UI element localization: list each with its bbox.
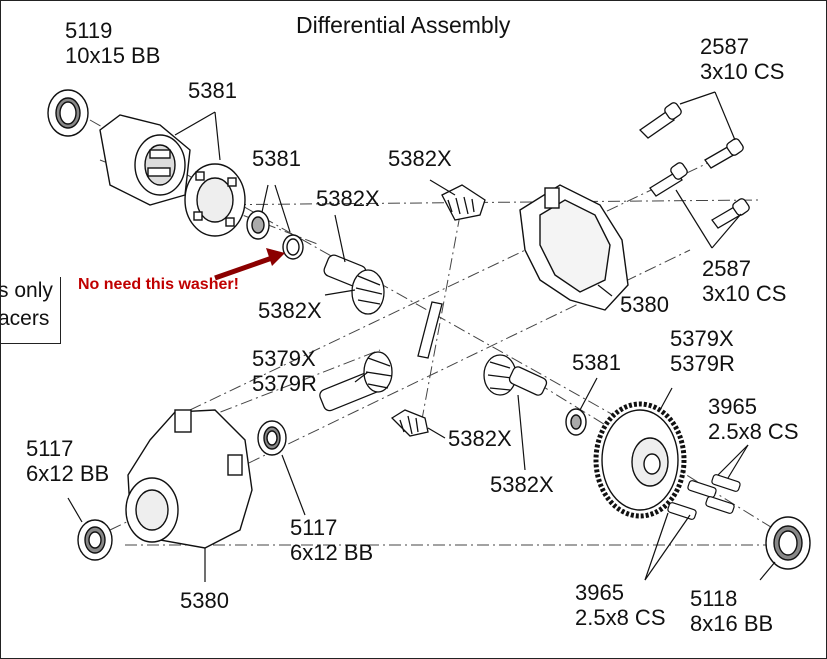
cross-pin (417, 301, 443, 359)
side-note-line-2: acers (0, 307, 50, 330)
part-number: 5118 (690, 586, 738, 611)
part-desc: 5379R (670, 351, 735, 376)
label-spider-gear-5382x-top: 5382X (388, 146, 452, 171)
label-side-gear-5382x: 5382X (316, 186, 380, 211)
label-housing-5380-right: 5380 (620, 292, 669, 317)
bearing-5118 (765, 516, 811, 570)
side-note-line-1: s only (0, 279, 53, 302)
pinion-5379 (319, 351, 393, 412)
diff-housing-5380-right (519, 184, 629, 311)
part-desc: 3x10 CS (700, 59, 785, 84)
screws-3965 (667, 474, 741, 520)
washer-5381-top (246, 210, 304, 260)
part-number: 5379X (252, 346, 316, 371)
part-number: 5117 (290, 515, 338, 540)
leader-lines (67, 91, 776, 582)
label-spider-gear-5382x-bottom: 5382X (448, 426, 512, 451)
spider-gear-5382x-bottom (390, 409, 429, 437)
label-diff-case-5381: 5381 (188, 78, 237, 103)
warning-note: No need this washer! (78, 276, 239, 293)
part-desc: 10x15 BB (65, 43, 161, 68)
case-cover-5381 (184, 163, 246, 237)
label-washer-5381-top: 5381 (252, 146, 301, 171)
spider-gear-5382x-top (441, 184, 486, 221)
part-number: 5379X (670, 326, 734, 351)
bearing-5117-left (77, 519, 113, 561)
screws-2587 (638, 102, 750, 229)
part-desc: 6x12 BB (26, 461, 110, 486)
label-side-gear-5382x-left: 5382X (258, 298, 322, 323)
part-desc: 2.5x8 CS (575, 605, 666, 630)
side-gear-5382x (323, 254, 385, 315)
label-housing-5380-bottom: 5380 (180, 588, 229, 613)
side-note-box: s only acers (0, 277, 61, 344)
diff-housing-5380-bottom (125, 409, 253, 549)
part-desc: 5379R (252, 371, 317, 396)
label-washer-5381-right: 5381 (572, 350, 621, 375)
part-number: 3965 (575, 580, 624, 605)
part-number: 2587 (702, 256, 751, 281)
red-pointer-arrow (214, 248, 285, 281)
ring-gear-5379 (593, 401, 687, 519)
part-number: 5119 (65, 18, 113, 43)
part-desc: 6x12 BB (290, 540, 374, 565)
diagram-title: Differential Assembly (296, 12, 511, 38)
part-desc: 2.5x8 CS (708, 419, 799, 444)
part-desc: 8x16 BB (690, 611, 774, 636)
bearing-5117-mid (257, 420, 287, 456)
bearing-5119 (47, 89, 89, 137)
side-gear-5382x-mid (483, 354, 548, 396)
part-number: 5117 (26, 436, 74, 461)
diff-case-5381 (99, 114, 191, 206)
label-side-gear-5382x-bottom: 5382X (490, 472, 554, 497)
part-number: 3965 (708, 394, 757, 419)
part-number: 2587 (700, 34, 749, 59)
part-desc: 3x10 CS (702, 281, 787, 306)
washer-5381-right (565, 408, 587, 436)
